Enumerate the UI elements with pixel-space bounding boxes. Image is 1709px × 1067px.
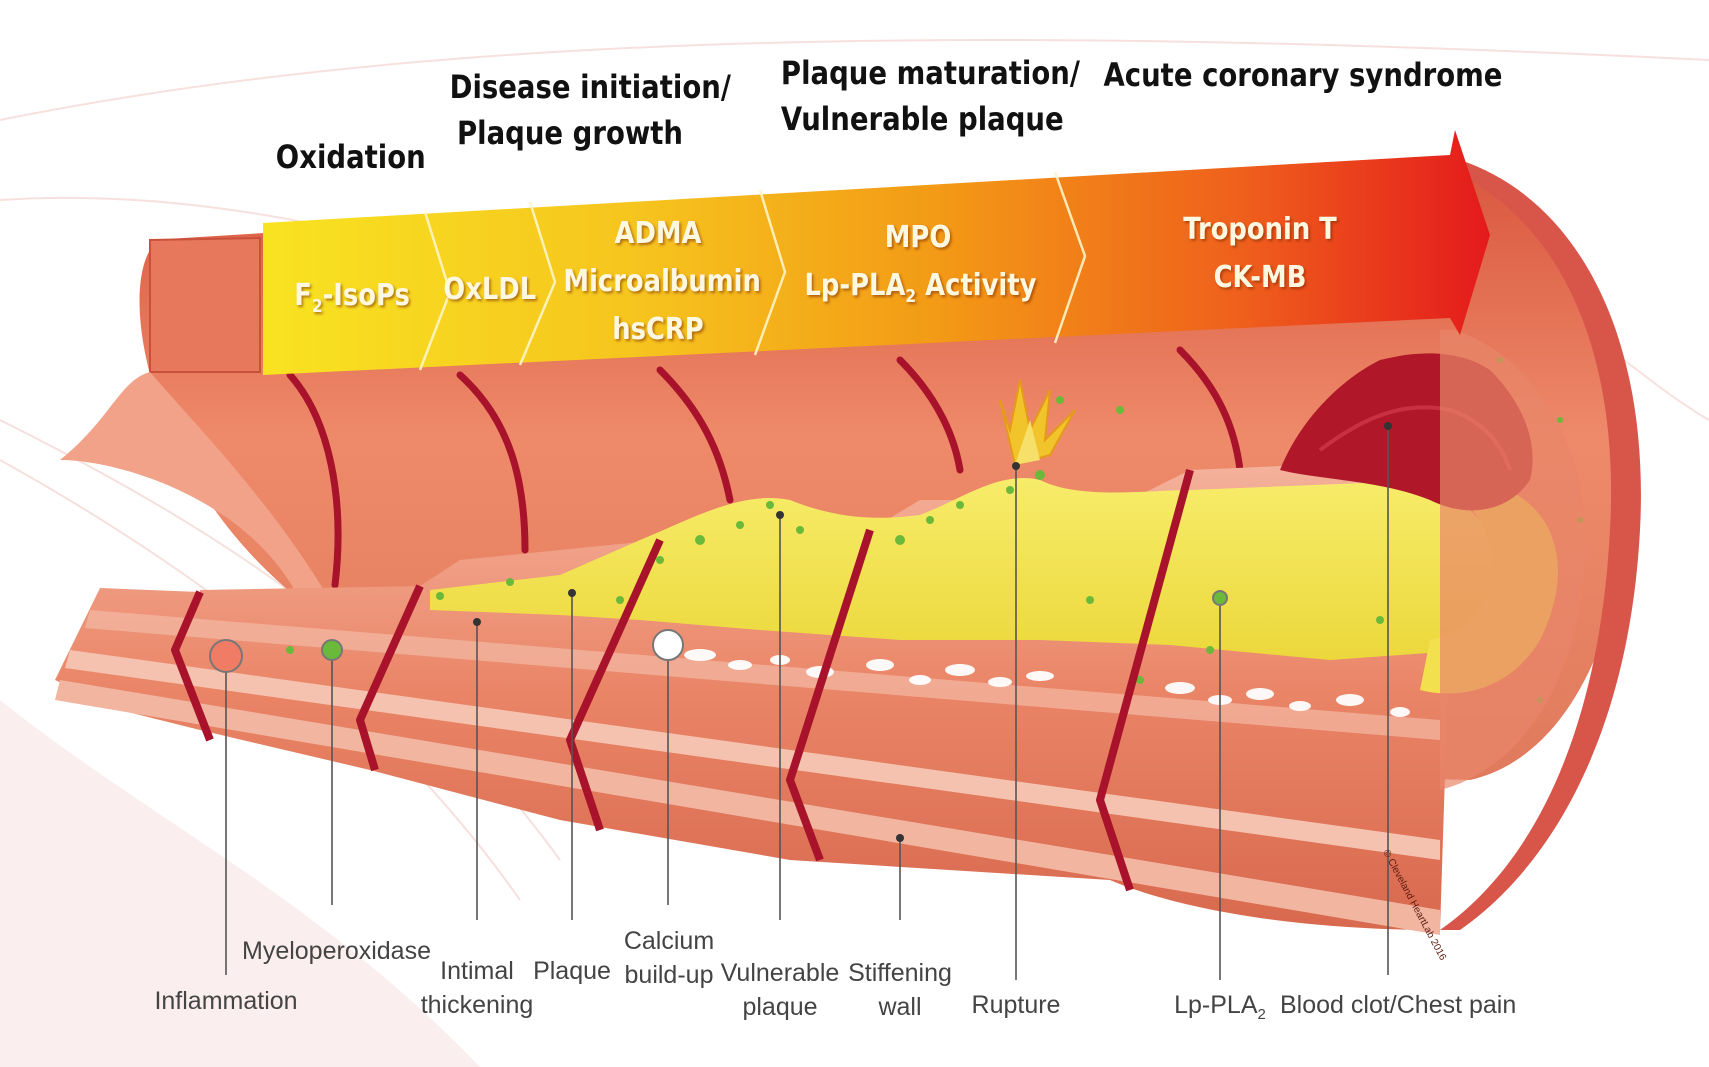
stage-title-maturation-line2: Vulnerable plaque (781, 96, 1013, 142)
label-calcium-line2: build-up (612, 958, 726, 992)
label-rupture: Rupture (966, 988, 1066, 1022)
marker-f2-isops: F2-IsoPs (292, 272, 412, 331)
marker-lppla2-rest: Activity (916, 268, 1036, 303)
label-vulnerable-plaque: Vulnerable plaque (716, 956, 844, 1024)
label-intimal-thickening: Intimal thickening (412, 954, 542, 1022)
label-intimal-line1: Intimal (412, 954, 542, 988)
marker-adma-group: ADMA Microalbumin hsCRP (563, 210, 752, 354)
marker-mpo: MPO (804, 214, 1031, 262)
stage-title-maturation-line1: Plaque maturation/ (781, 50, 1013, 96)
label-intimal-line2: thickening (412, 988, 542, 1022)
label-vulnerable-line1: Vulnerable (716, 956, 844, 990)
label-calcium-line1: Calcium (612, 924, 726, 958)
label-vulnerable-line2: plaque (716, 990, 844, 1024)
marker-lppla2-activity: Lp-PLA2 Activity (804, 262, 1031, 321)
marker-adma: ADMA (563, 210, 752, 258)
artery-top-shell (150, 238, 260, 372)
label-plaque: Plaque (527, 954, 617, 988)
stage-title-oxidation: Oxidation (276, 134, 396, 180)
label-lppla2: Lp-PLA2 (1170, 988, 1270, 1032)
label-myeloperoxidase: Myeloperoxidase (242, 934, 422, 968)
label-lppla2-main: Lp-PLA (1174, 991, 1257, 1019)
label-stiffening-line1: Stiffening (842, 956, 958, 990)
marker-ckmb: CK-MB (1165, 254, 1354, 302)
marker-f2-isops-main: F (294, 278, 312, 313)
marker-troponin: Troponin T (1165, 206, 1354, 254)
marker-oxldl: OxLDL (443, 266, 532, 314)
stage-title-maturation: Plaque maturation/ Vulnerable plaque (781, 50, 1013, 142)
label-stiffening-wall: Stiffening wall (842, 956, 958, 1024)
label-calcium-buildup: Calcium build-up (612, 924, 726, 992)
marker-troponin-group: Troponin T CK-MB (1165, 206, 1354, 302)
stage-title-initiation: Disease initiation/ Plaque growth (450, 64, 691, 156)
marker-mpo-group: MPO Lp-PLA2 Activity (804, 214, 1031, 321)
label-inflammation: Inflammation (146, 984, 306, 1018)
marker-lppla2-sub: 2 (905, 286, 916, 307)
marker-hscrp: hsCRP (563, 306, 752, 354)
label-blood-clot: Blood clot/Chest pain (1280, 988, 1504, 1022)
label-lppla2-sub: 2 (1258, 1006, 1266, 1023)
marker-microalbumin: Microalbumin (563, 258, 752, 306)
marker-f2-isops-rest: -IsoPs (323, 278, 410, 313)
stage-title-initiation-line1: Disease initiation/ (450, 64, 691, 110)
marker-f2-isops-sub: 2 (312, 296, 323, 317)
stage-title-initiation-line2: Plaque growth (450, 110, 691, 156)
label-stiffening-line2: wall (842, 990, 958, 1024)
marker-lppla2-main: Lp-PLA (804, 268, 905, 303)
stage-title-acs: Acute coronary syndrome (1103, 52, 1416, 98)
